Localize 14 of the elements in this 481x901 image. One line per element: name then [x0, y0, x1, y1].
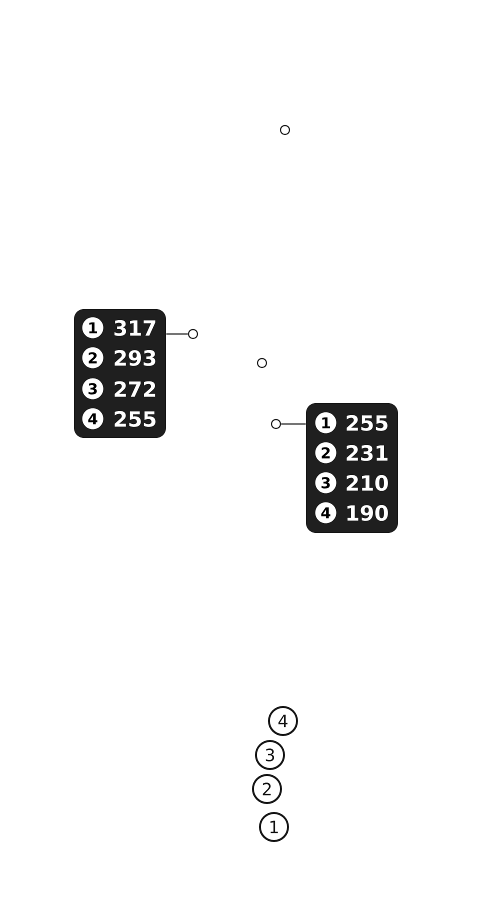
- number-badge: 3: [82, 378, 104, 400]
- marker-circle: [280, 124, 290, 136]
- leader-line: [281, 423, 306, 425]
- number-badge: 3: [315, 472, 336, 494]
- marker-circle: [256, 358, 268, 368]
- marker-circle: [188, 328, 198, 340]
- number-badge: 1: [315, 412, 336, 434]
- marker-circle: [270, 418, 282, 430]
- leader-line: [166, 333, 188, 335]
- number-badge: 2: [82, 347, 104, 368]
- number-badge: 2: [315, 442, 336, 464]
- number-badge: 4: [82, 408, 104, 430]
- number-badge: 1: [82, 317, 104, 338]
- number-badge: 4: [315, 502, 336, 524]
